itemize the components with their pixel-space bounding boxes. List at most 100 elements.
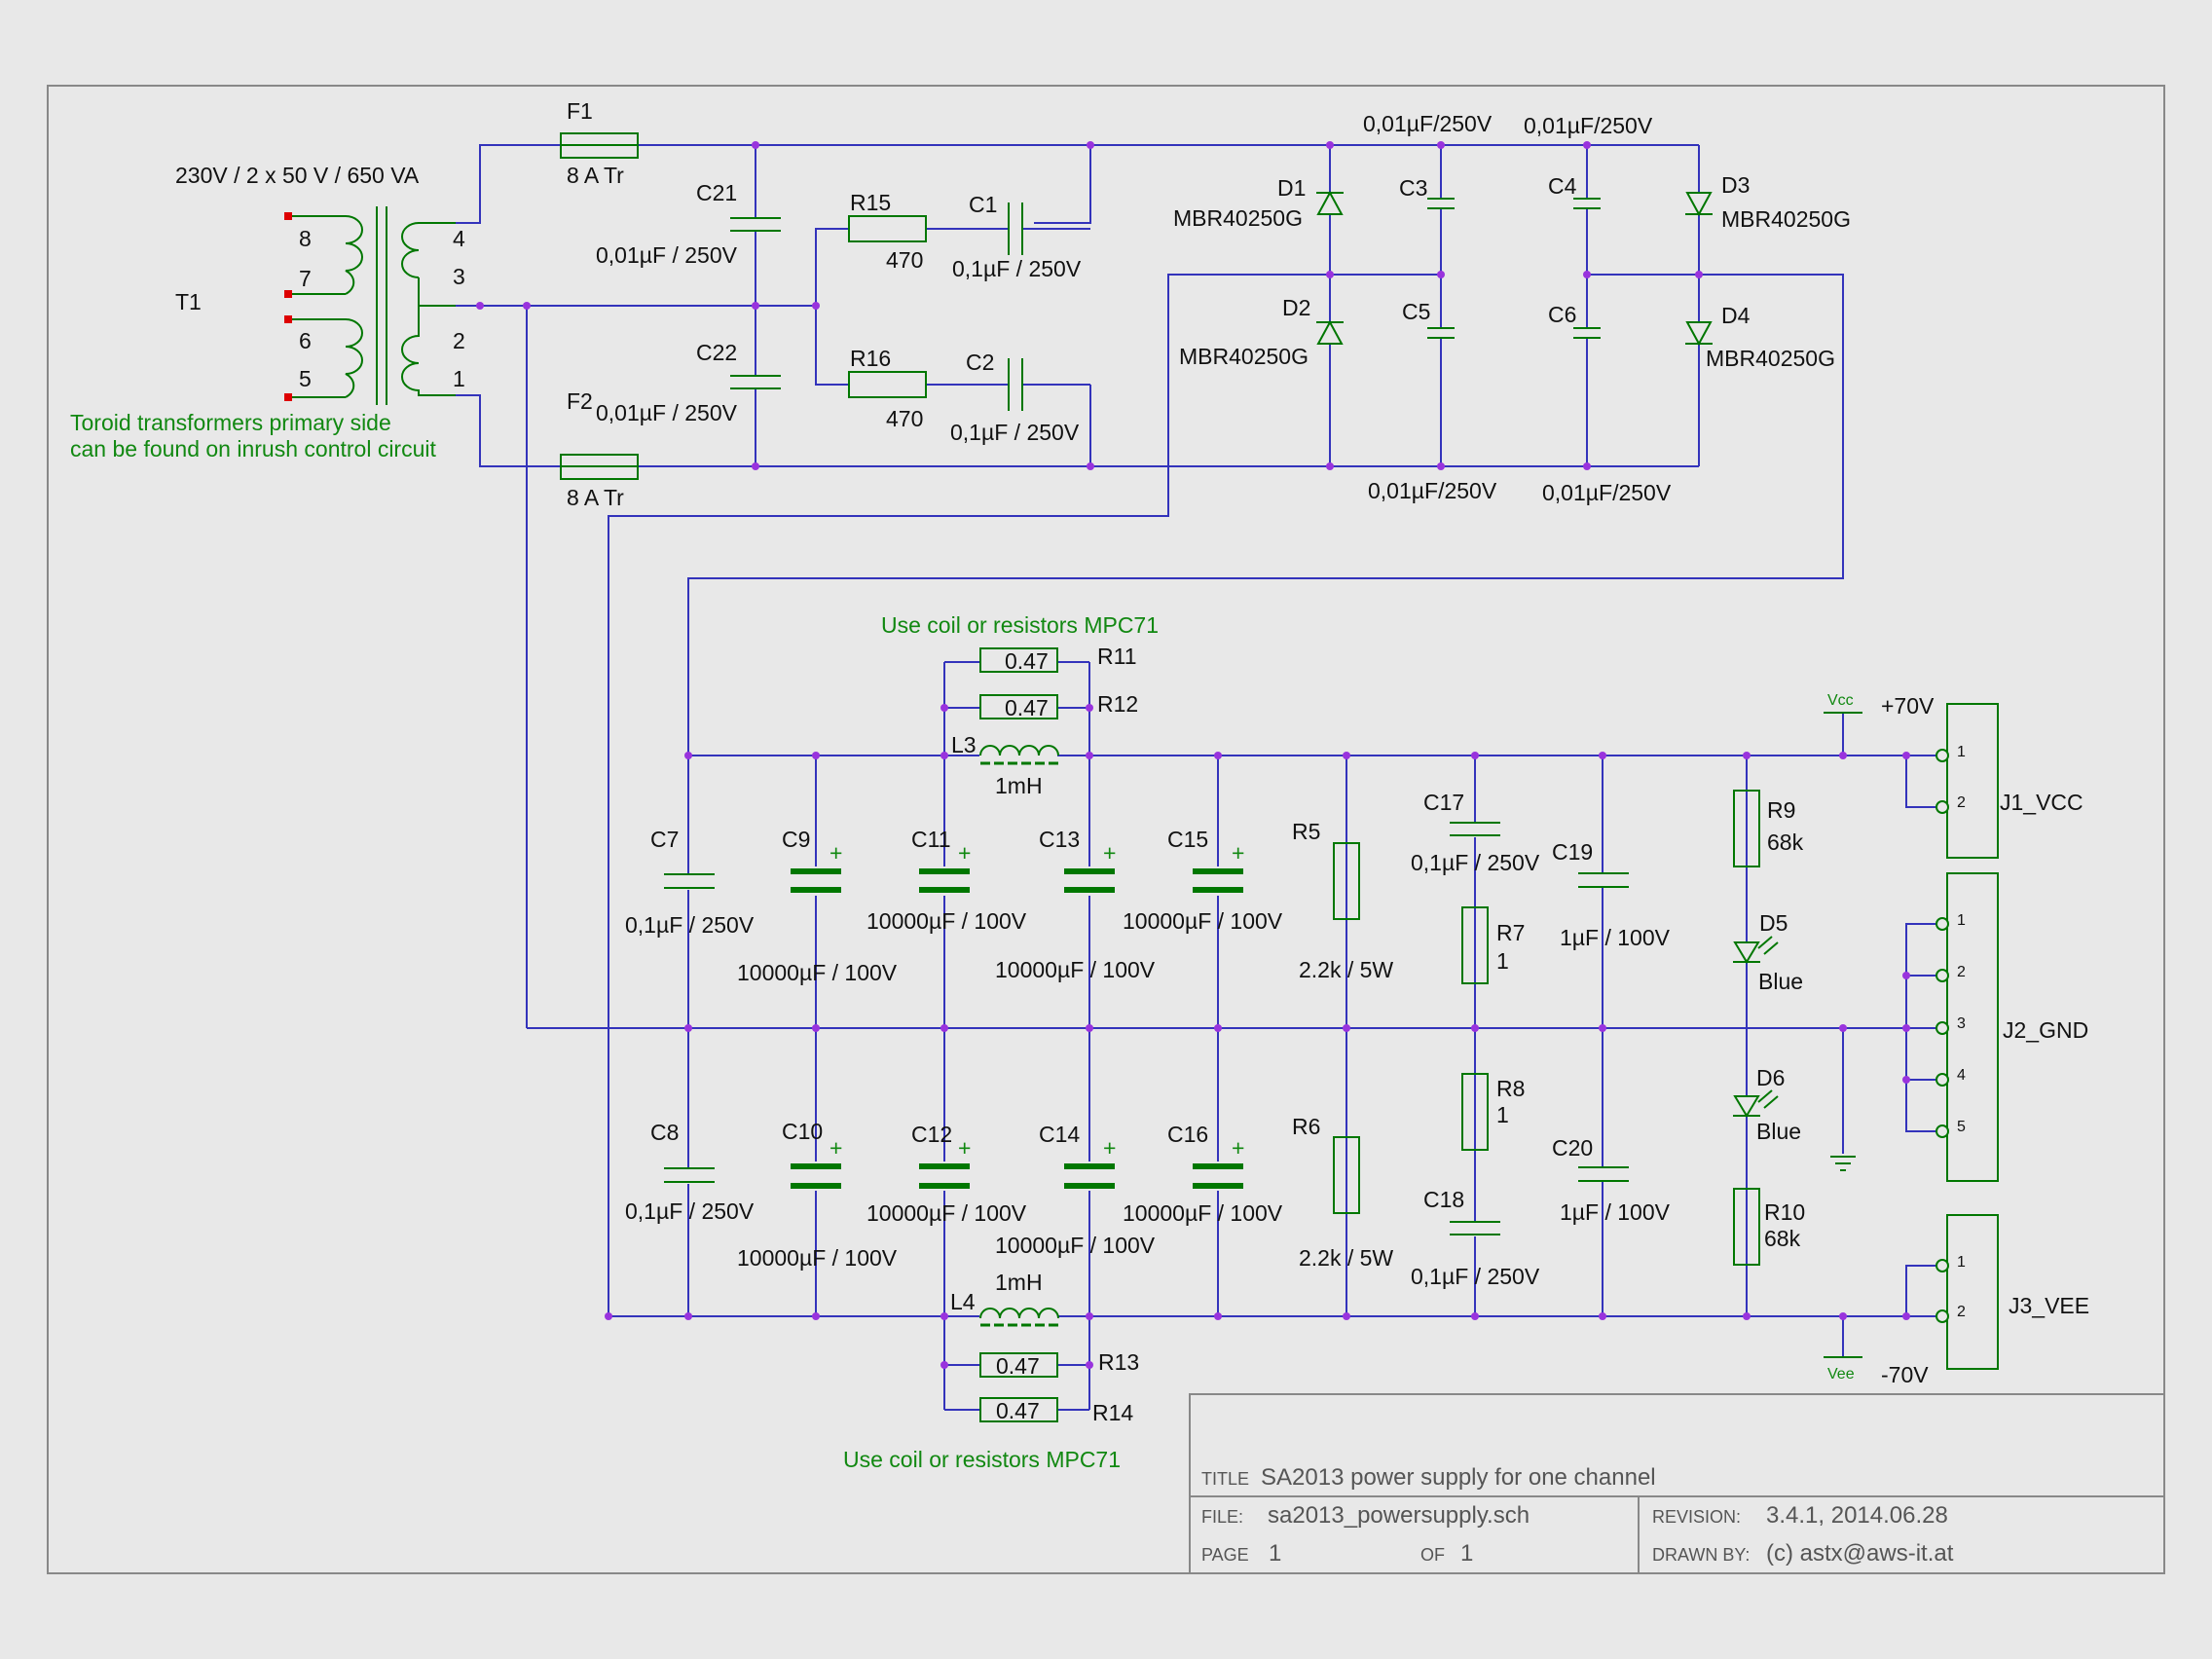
c15-value: 10000µF / 100V xyxy=(1123,908,1283,934)
l3-ref: L3 xyxy=(951,732,977,757)
svg-text:+: + xyxy=(1232,1135,1244,1161)
c8-value: 0,1µF / 250V xyxy=(625,1198,755,1224)
capacitor-c14: + C14 10000µF / 100V xyxy=(995,1122,1156,1258)
c18-value: 0,1µF / 250V xyxy=(1411,1264,1540,1289)
vee-voltage: -70V xyxy=(1881,1362,1929,1387)
vee-symbol: Vee xyxy=(1824,1356,1862,1382)
l4-value: 1mH xyxy=(995,1270,1043,1295)
t1-value: 230V / 2 x 50 V / 650 VA xyxy=(175,163,420,188)
capacitor-c11: + C11 10000µF / 100V xyxy=(866,827,1027,934)
t1-pin-8: 8 xyxy=(299,226,312,251)
resistor-r10: R10 68k xyxy=(1733,1188,1805,1266)
r10-ref: R10 xyxy=(1764,1199,1805,1225)
file-text: sa2013_powersupply.sch xyxy=(1268,1502,1530,1529)
fuse-f1: F1 8 A Tr xyxy=(560,98,639,188)
c22-value: 0,01µF / 250V xyxy=(596,400,738,425)
c10-ref: C10 xyxy=(782,1119,823,1144)
j2-pin-3: 3 xyxy=(1957,1015,1966,1032)
title-block: TITLE SA2013 power supply for one channe… xyxy=(1189,1393,2165,1574)
j1-pin-2: 2 xyxy=(1957,794,1966,811)
capacitor-c21: C21 0,01µF / 250V xyxy=(596,180,783,268)
resistor-r12: 0.47 R12 xyxy=(979,691,1138,720)
c22-ref: C22 xyxy=(696,340,737,365)
vcc-symbol: Vcc xyxy=(1824,692,1862,714)
c13-value: 10000µF / 100V xyxy=(995,957,1156,982)
transformer-t1: T1 230V / 2 x 50 V / 650 VA 8 7 6 5 4 3 … xyxy=(175,163,465,405)
r8-ref: R8 xyxy=(1496,1076,1525,1101)
resistor-r14: 0.47 R14 xyxy=(979,1397,1133,1425)
sheet-frame xyxy=(47,85,2165,1574)
c15-ref: C15 xyxy=(1167,827,1208,852)
capacitor-c18: C18 0,1µF / 250V xyxy=(1411,1187,1540,1289)
c14-value: 10000µF / 100V xyxy=(995,1233,1156,1258)
d5-ref: D5 xyxy=(1759,910,1788,936)
ground-symbol xyxy=(1830,1156,1856,1171)
fuse-f2: F2 8 A Tr xyxy=(560,388,639,510)
capacitor-c12: + C12 10000µF / 100V xyxy=(866,1122,1027,1226)
d2-value: MBR40250G xyxy=(1179,344,1309,369)
vcc-label: Vcc xyxy=(1827,692,1854,709)
d3-ref: D3 xyxy=(1721,172,1750,198)
c1-ref: C1 xyxy=(969,192,997,217)
capacitor-c4: C4 0,01µF/250V xyxy=(1524,113,1653,209)
connector-j2: 1 2 3 4 5 J2_GND xyxy=(1936,872,2088,1182)
j2-pin-5: 5 xyxy=(1957,1119,1966,1135)
file-label: FILE: xyxy=(1201,1507,1243,1527)
resistor-r16: R16 470 xyxy=(848,346,927,431)
of-number: 1 xyxy=(1460,1540,1473,1567)
capacitor-c7: C7 0,1µF / 250V xyxy=(625,827,755,938)
j1-pin-1: 1 xyxy=(1957,744,1966,760)
connector-j1: 1 2 J1_VCC xyxy=(1936,703,2083,859)
resistor-r15: R15 470 xyxy=(848,190,927,273)
c5-ref: C5 xyxy=(1402,299,1430,324)
capacitor-c19: C19 1µF / 100V xyxy=(1552,839,1671,950)
inductor-l4: L4 1mH xyxy=(950,1270,1059,1327)
f2-value: 8 A Tr xyxy=(567,485,624,510)
r15-value: 470 xyxy=(886,247,923,273)
inductor-l3: L3 1mH xyxy=(951,732,1059,798)
r12-ref: R12 xyxy=(1097,691,1138,717)
vcc-voltage: +70V xyxy=(1881,693,1935,719)
c21-ref: C21 xyxy=(696,180,737,205)
of-label: OF xyxy=(1420,1545,1445,1565)
t1-pin-5: 5 xyxy=(299,366,312,391)
resistor-r5: R5 2.2k / 5W xyxy=(1292,819,1393,982)
c9-value: 10000µF / 100V xyxy=(737,960,898,985)
r15-ref: R15 xyxy=(850,190,891,215)
capacitor-c5: C5 0,01µF/250V xyxy=(1368,299,1497,503)
j3-pin-2: 2 xyxy=(1957,1304,1966,1320)
t1-pin-6: 6 xyxy=(299,328,312,353)
note-coil-bottom: Use coil or resistors MPC71 xyxy=(843,1447,1121,1472)
drawn-by-text: (c) astx@aws-it.at xyxy=(1766,1540,1954,1567)
r14-value: 0.47 xyxy=(996,1398,1040,1423)
c3-value: 0,01µF/250V xyxy=(1363,111,1493,136)
j3-ref: J3_VEE xyxy=(2009,1293,2089,1318)
svg-text:+: + xyxy=(958,840,971,866)
junctions xyxy=(476,141,1910,1369)
d1-ref: D1 xyxy=(1277,175,1306,201)
resistor-r6: R6 2.2k / 5W xyxy=(1292,1114,1393,1271)
c12-ref: C12 xyxy=(911,1122,952,1147)
svg-text:+: + xyxy=(1103,840,1116,866)
r16-ref: R16 xyxy=(850,346,891,371)
j2-pin-4: 4 xyxy=(1957,1067,1966,1084)
capacitor-c15: + C15 10000µF / 100V xyxy=(1123,827,1283,934)
r13-ref: R13 xyxy=(1098,1349,1139,1375)
c14-ref: C14 xyxy=(1039,1122,1080,1147)
resistor-r11: 0.47 R11 xyxy=(979,644,1137,674)
c13-ref: C13 xyxy=(1039,827,1080,852)
r7-ref: R7 xyxy=(1496,920,1525,945)
c3-ref: C3 xyxy=(1399,175,1427,201)
r5-ref: R5 xyxy=(1292,819,1320,844)
c19-ref: C19 xyxy=(1552,839,1593,865)
c17-value: 0,1µF / 250V xyxy=(1411,850,1540,875)
f2-ref: F2 xyxy=(567,388,593,414)
c11-value: 10000µF / 100V xyxy=(866,908,1027,934)
svg-text:+: + xyxy=(958,1135,971,1161)
r11-value: 0.47 xyxy=(1005,648,1049,674)
note-toroid-line1: Toroid transformers primary side xyxy=(70,410,391,435)
title-label: TITLE xyxy=(1201,1469,1249,1489)
connector-j3: 1 2 J3_VEE xyxy=(1936,1214,2089,1370)
c12-value: 10000µF / 100V xyxy=(866,1200,1027,1226)
